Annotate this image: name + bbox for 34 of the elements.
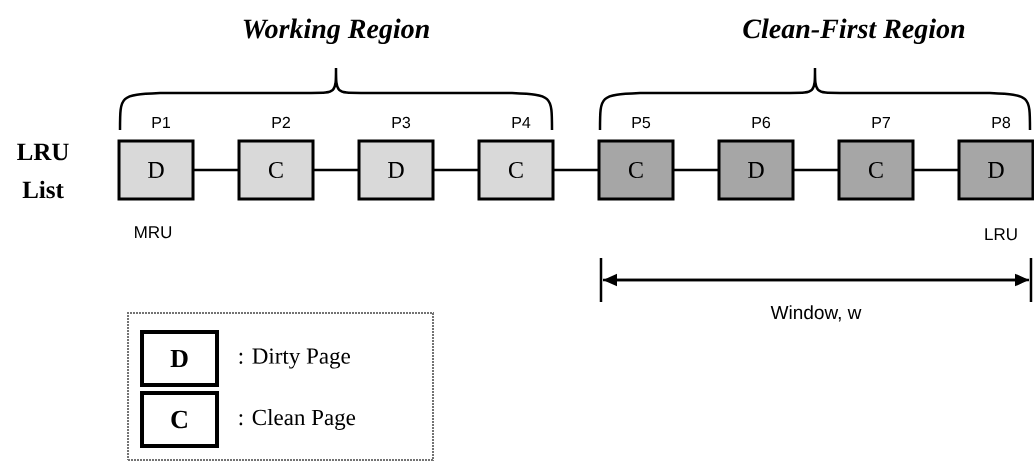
connector-line xyxy=(193,168,239,172)
region-title: Working Region xyxy=(243,18,429,44)
page-label: P5 xyxy=(632,117,651,129)
list-label: LRU List xyxy=(17,143,69,199)
connector-line xyxy=(433,168,479,172)
page-box: D xyxy=(117,139,195,201)
page-box: C xyxy=(597,139,675,201)
page-box: C xyxy=(837,139,915,201)
connector-line xyxy=(673,168,719,172)
page-label: P4 xyxy=(512,117,531,128)
page-label: P7 xyxy=(872,117,890,128)
end-label: LRU xyxy=(985,228,1017,241)
connector-line xyxy=(553,168,599,172)
page-label: P6 xyxy=(752,116,771,129)
page-box: D xyxy=(717,139,795,201)
page-box: C xyxy=(477,139,555,201)
page-box: D xyxy=(357,139,435,201)
end-label: MRU xyxy=(135,226,172,239)
page-label: P3 xyxy=(392,116,411,129)
page-box: C xyxy=(237,139,315,201)
legend-sample-box: D xyxy=(140,330,219,387)
page-box: D xyxy=(957,139,1034,201)
connector-line xyxy=(793,168,839,172)
page-label: P1 xyxy=(152,117,170,128)
page-label: P2 xyxy=(272,116,290,128)
connector-line xyxy=(913,168,959,172)
page-label: P8 xyxy=(992,116,1011,129)
legend-frame xyxy=(127,312,434,461)
connector-line xyxy=(313,168,359,172)
region-title: Clean-First Region xyxy=(743,18,965,44)
legend-sample-box: C xyxy=(140,391,219,448)
legend-text: : Dirty Page xyxy=(239,348,350,369)
dimension-label: Window, w xyxy=(770,305,862,322)
legend-text: : Clean Page xyxy=(239,409,356,430)
